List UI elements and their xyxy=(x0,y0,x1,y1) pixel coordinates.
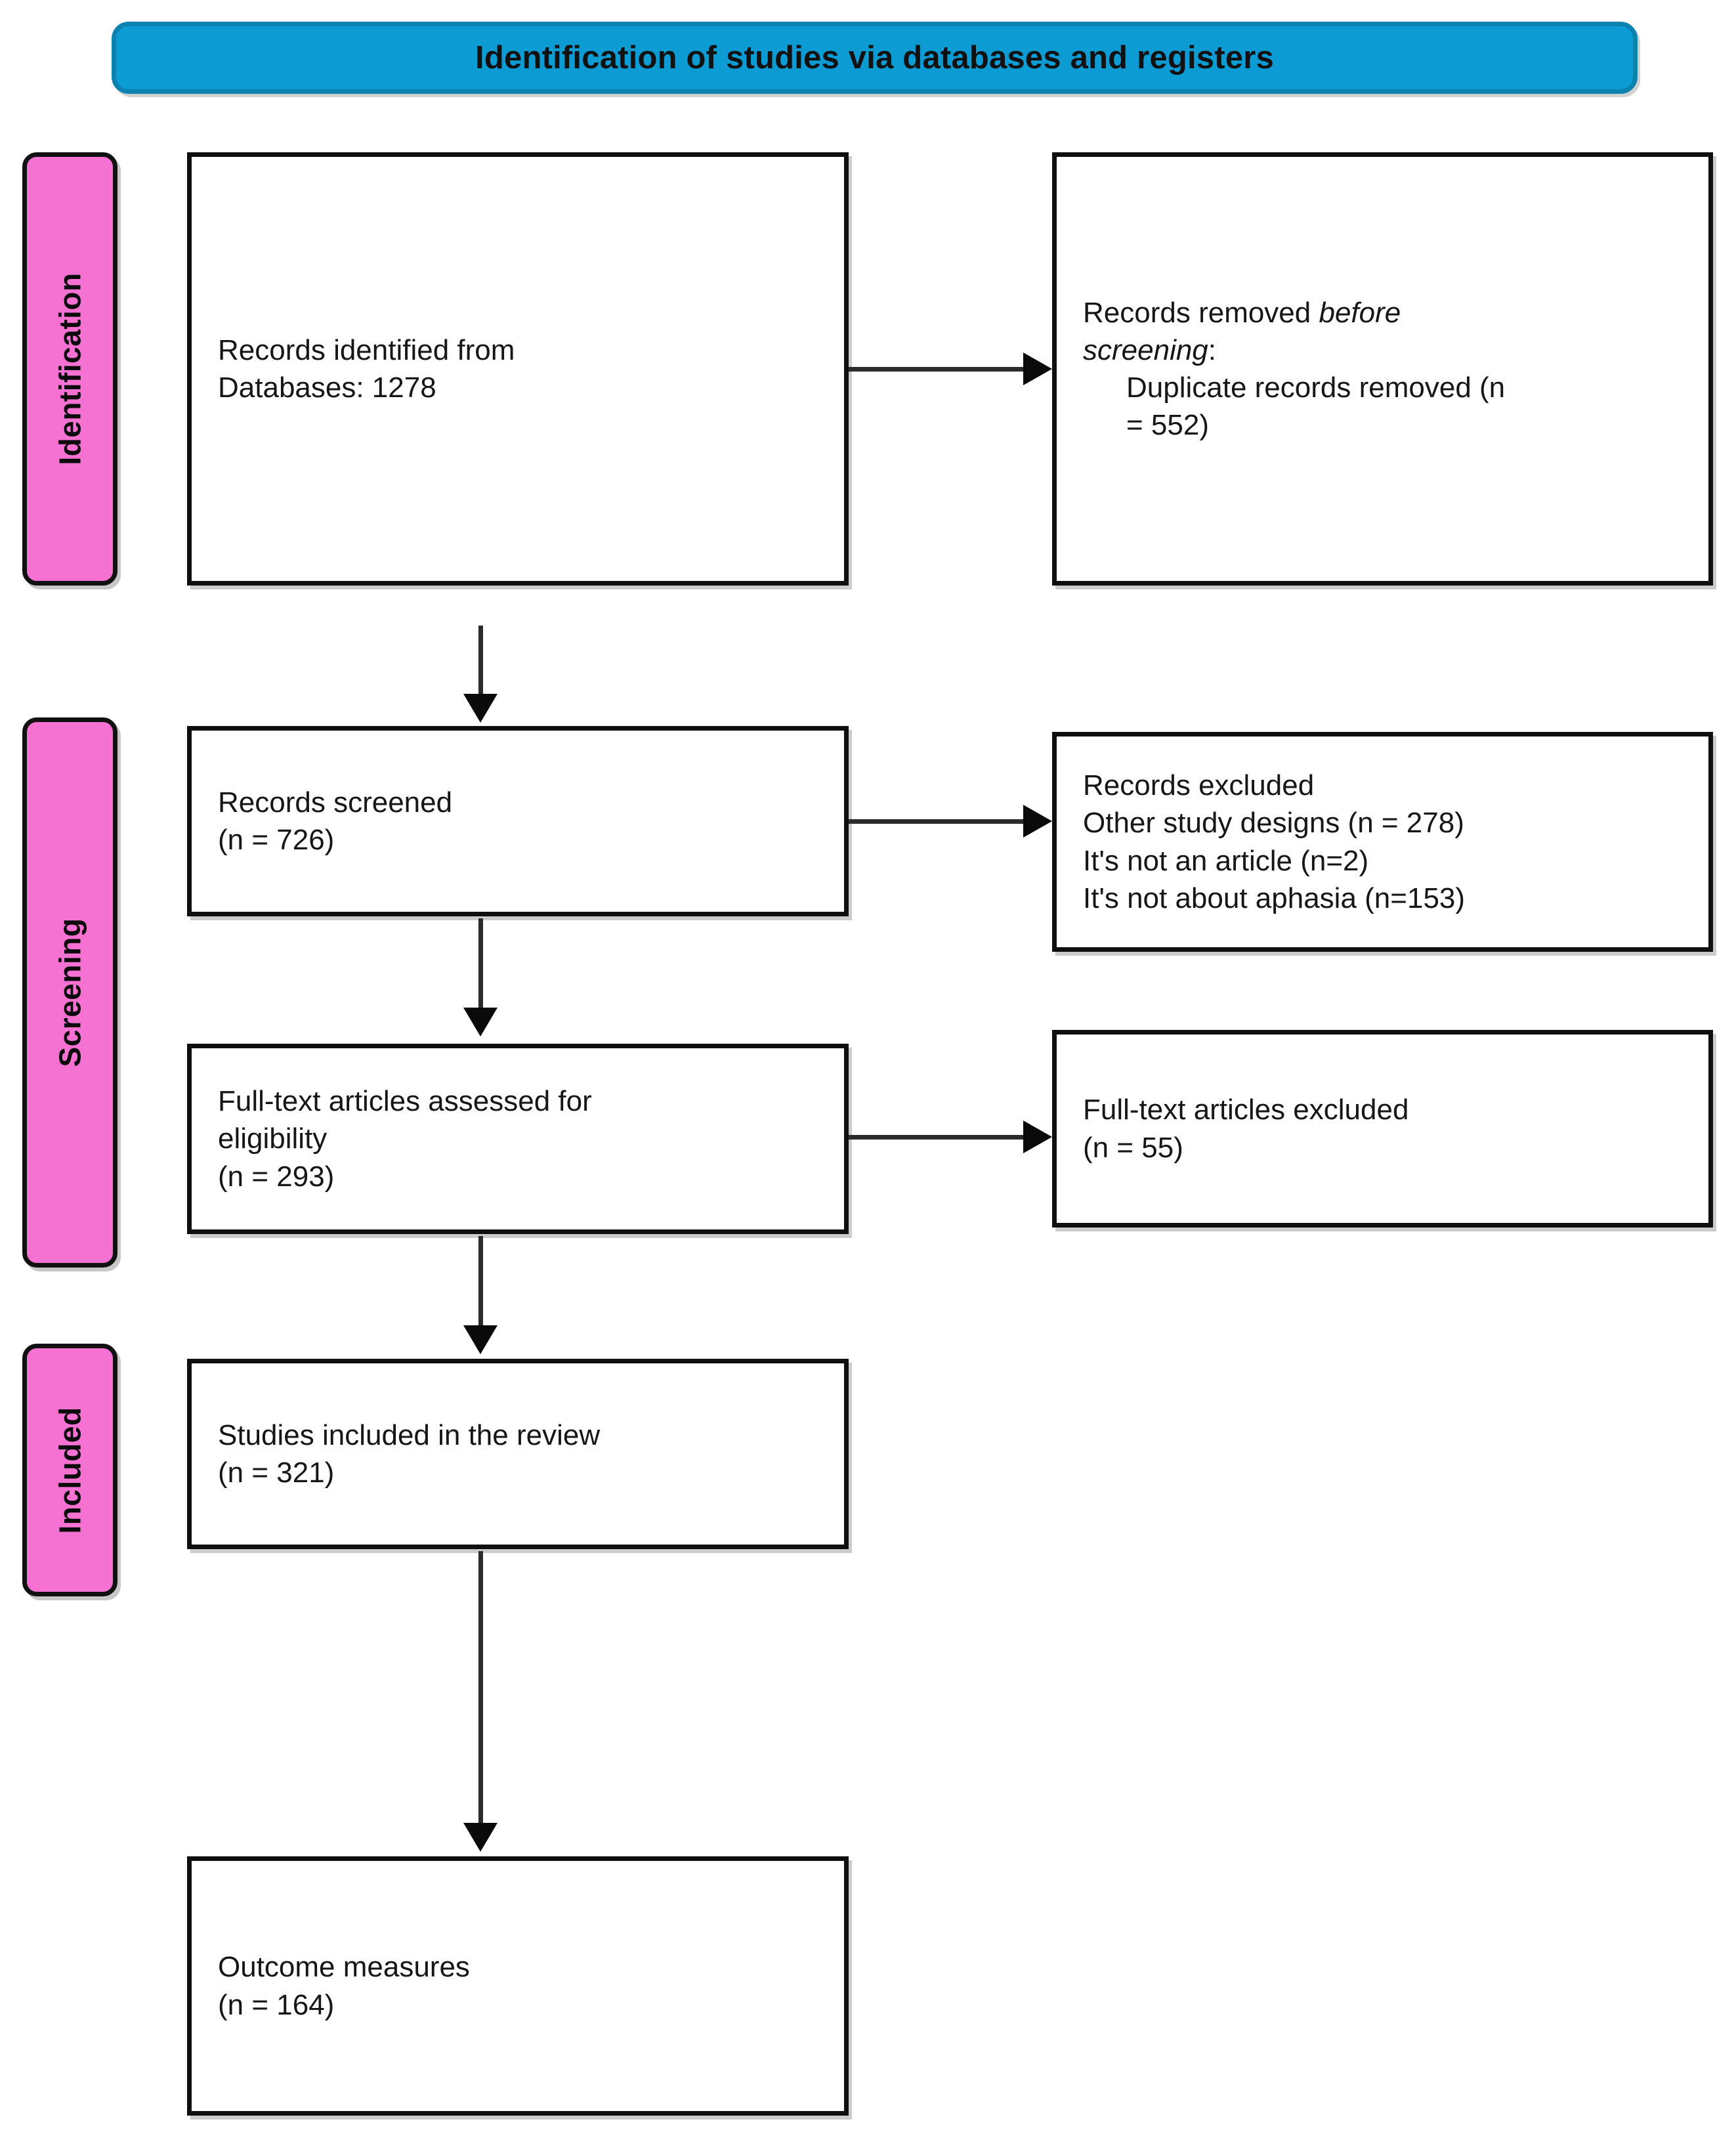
records-removed-line-2-colon: : xyxy=(1208,333,1217,366)
arrow-shaft xyxy=(849,367,1026,372)
arrow-head xyxy=(1023,352,1052,385)
records-removed-line-1-italic: before xyxy=(1319,296,1401,329)
arrow-shaft xyxy=(849,1135,1026,1140)
arrow-included-to-outcome xyxy=(463,1551,498,1852)
fulltext-assessed-line-2: eligibility xyxy=(218,1122,328,1155)
diagram-title: Identification of studies via databases … xyxy=(475,40,1274,75)
studies-included-line-2: (n = 321) xyxy=(218,1457,335,1489)
arrow-head xyxy=(463,694,498,723)
records-removed-line-1: Records removed before xyxy=(1083,294,1682,331)
diagram-header-banner: Identification of studies via databases … xyxy=(112,22,1638,94)
studies-included-line-1: Studies included in the review xyxy=(218,1419,601,1451)
box-records-removed-before-screening: Records removed before screening: Duplic… xyxy=(1052,152,1713,586)
records-removed-line-1-plain: Records removed xyxy=(1083,296,1319,329)
stage-label-identification-text: Identification xyxy=(53,272,87,465)
arrow-screened-to-fulltext xyxy=(463,918,498,1036)
box-outcome-measures: Outcome measures (n = 164) xyxy=(187,1856,849,2116)
box-records-identified: Records identified from Databases: 1278 xyxy=(187,152,849,586)
records-screened-line-2: (n = 726) xyxy=(218,824,335,856)
records-excluded-line-3: It's not an article (n=2) xyxy=(1083,844,1369,877)
fulltext-excluded-line-1: Full-text articles excluded xyxy=(1083,1094,1409,1126)
fulltext-assessed-line-1: Full-text articles assessed for xyxy=(218,1085,592,1118)
box-records-excluded: Records excluded Other study designs (n … xyxy=(1052,732,1713,952)
arrow-head xyxy=(463,1008,498,1036)
stage-label-included-text: Included xyxy=(53,1406,87,1534)
outcome-measures-line-1: Outcome measures xyxy=(218,1951,470,1984)
box-fulltext-assessed: Full-text articles assessed for eligibil… xyxy=(187,1044,849,1234)
outcome-measures-line-2: (n = 164) xyxy=(218,1988,335,2021)
stage-label-identification: Identification xyxy=(22,152,117,586)
arrow-head xyxy=(463,1823,498,1852)
arrow-shaft xyxy=(849,819,1026,824)
arrow-shaft xyxy=(478,1236,483,1328)
arrow-fulltext-to-included xyxy=(463,1236,498,1354)
arrow-head xyxy=(1023,1120,1052,1153)
records-excluded-line-4: It's not about aphasia (n=153) xyxy=(1083,882,1466,914)
records-removed-line-2-italic: screening xyxy=(1083,333,1208,366)
arrow-shaft xyxy=(478,626,483,696)
records-excluded-line-2: Other study designs (n = 278) xyxy=(1083,807,1464,840)
box-studies-included: Studies included in the review (n = 321) xyxy=(187,1359,849,1549)
box-records-screened: Records screened (n = 726) xyxy=(187,726,849,916)
fulltext-excluded-line-2: (n = 55) xyxy=(1083,1131,1183,1164)
records-excluded-line-1: Records excluded xyxy=(1083,769,1315,802)
arrow-head xyxy=(463,1325,498,1354)
stage-label-screening: Screening xyxy=(22,717,117,1268)
arrow-identified-to-screened xyxy=(463,626,498,723)
records-identified-line-2: Databases: 1278 xyxy=(218,372,436,404)
records-identified-line-1: Records identified from xyxy=(218,333,515,366)
stage-label-screening-text: Screening xyxy=(53,918,87,1067)
arrow-fulltext-to-excluded xyxy=(849,1120,1052,1153)
stage-label-included: Included xyxy=(22,1344,117,1596)
arrow-identified-to-removed xyxy=(849,352,1052,385)
arrow-screened-to-excluded xyxy=(849,805,1052,838)
fulltext-assessed-line-3: (n = 293) xyxy=(218,1160,335,1193)
arrow-shaft xyxy=(478,918,483,1010)
records-removed-line-4: = 552) xyxy=(1126,409,1209,442)
arrow-shaft xyxy=(478,1551,483,1825)
box-fulltext-excluded: Full-text articles excluded (n = 55) xyxy=(1052,1030,1713,1227)
records-removed-line-3: Duplicate records removed (n xyxy=(1126,372,1506,404)
arrow-head xyxy=(1023,805,1052,838)
records-screened-line-1: Records screened xyxy=(218,786,453,819)
records-removed-line-2: screening: xyxy=(1083,331,1682,369)
